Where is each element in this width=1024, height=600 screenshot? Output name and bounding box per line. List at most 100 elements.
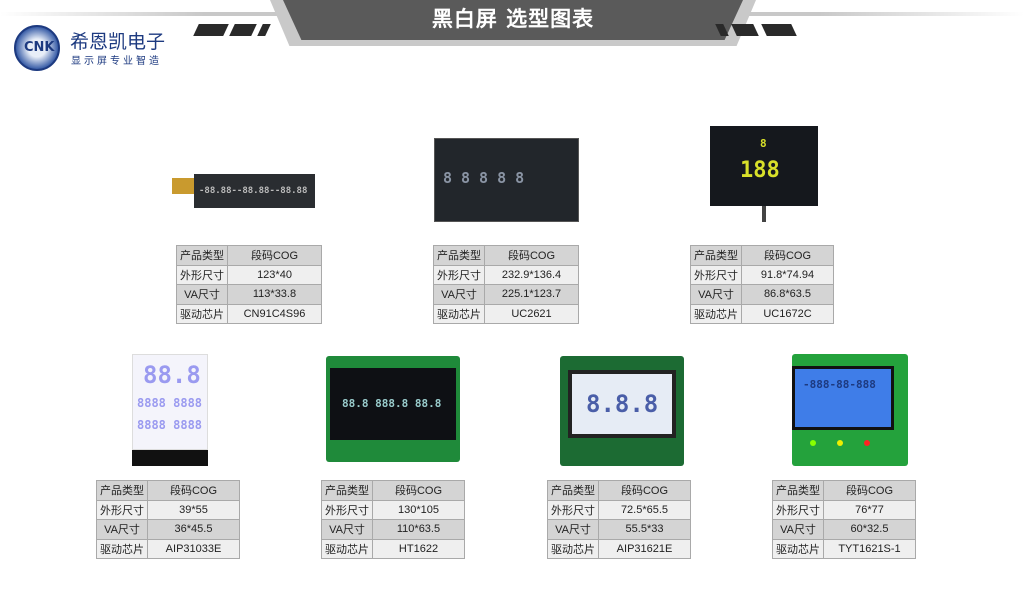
spec-value: 60*32.5 (823, 519, 916, 540)
spec-label: VA尺寸 (176, 284, 228, 305)
spec-label: 外形尺寸 (176, 264, 228, 285)
spec-value: AIP31621E (598, 538, 691, 559)
spec-row-product-type: 产品类型段码COG (176, 245, 322, 266)
spec-label: VA尺寸 (433, 284, 485, 305)
spec-value: 段码COG (372, 480, 465, 501)
spec-label: VA尺寸 (96, 519, 148, 540)
spec-value: CN91C4S96 (227, 303, 322, 324)
spec-row-product-type: 产品类型段码COG (772, 480, 916, 501)
spec-value: TYT1621S-1 (823, 538, 916, 559)
spec-row-product-type: 产品类型段码COG (690, 245, 834, 266)
spec-label: 产品类型 (547, 480, 599, 501)
page-title: 黑白屏 选型图表 (431, 7, 595, 31)
spec-row-product-type: 产品类型段码COG (433, 245, 579, 266)
spec-label: 外形尺寸 (547, 499, 599, 520)
spec-label: 驱动芯片 (772, 538, 824, 559)
product-image-6: 8.8.8 (560, 356, 684, 466)
spec-value: AIP31033E (147, 538, 240, 559)
spec-value: 123*40 (227, 264, 322, 285)
spec-label: VA尺寸 (690, 284, 742, 305)
spec-label: VA尺寸 (772, 519, 824, 540)
spec-label: 产品类型 (690, 245, 742, 266)
spec-value: HT1622 (372, 538, 465, 559)
spec-value: 86.8*63.5 (741, 284, 834, 305)
spec-value: 段码COG (598, 480, 691, 501)
fpc-connector (172, 178, 196, 194)
spec-label: VA尺寸 (321, 519, 373, 540)
spec-label: 外形尺寸 (321, 499, 373, 520)
spec-value: 130*105 (372, 499, 465, 520)
spec-row-product-type: 产品类型段码COG (547, 480, 691, 501)
spec-value: 段码COG (741, 245, 834, 266)
spec-label: 产品类型 (772, 480, 824, 501)
spec-label: 产品类型 (321, 480, 373, 501)
spec-value: 段码COG (147, 480, 240, 501)
spec-value: 113*33.8 (227, 284, 322, 305)
spec-value: 段码COG (823, 480, 916, 501)
spec-label: 产品类型 (96, 480, 148, 501)
company-logo: CNK (14, 25, 60, 71)
spec-label: 驱动芯片 (690, 303, 742, 324)
product-image-2: 88888 (434, 138, 579, 222)
spec-value: 76*77 (823, 499, 916, 520)
spec-value: 段码COG (484, 245, 579, 266)
spec-value: 110*63.5 (372, 519, 465, 540)
title-banner (283, 0, 743, 40)
decor-slash (257, 24, 271, 36)
spec-label: 驱动芯片 (547, 538, 599, 559)
spec-label: 驱动芯片 (433, 303, 485, 324)
product-image-1: -88.88--88.88--88.88 (172, 170, 317, 210)
product-image-5: 88.8 888.8 88.8 (326, 356, 460, 462)
spec-value: 段码COG (227, 245, 322, 266)
spec-label: 外形尺寸 (772, 499, 824, 520)
product-image-7: -888-88-888 (792, 354, 908, 466)
spec-label: VA尺寸 (547, 519, 599, 540)
spec-value: 232.9*136.4 (484, 264, 579, 285)
spec-label: 产品类型 (433, 245, 485, 266)
decor-slash (761, 24, 797, 36)
spec-value: 225.1*123.7 (484, 284, 579, 305)
spec-value: 55.5*33 (598, 519, 691, 540)
decor-slash (193, 24, 229, 36)
spec-value: UC2621 (484, 303, 579, 324)
spec-value: UC1672C (741, 303, 834, 324)
spec-label: 驱动芯片 (96, 538, 148, 559)
spec-value: 91.8*74.94 (741, 264, 834, 285)
spec-label: 产品类型 (176, 245, 228, 266)
decor-slash (229, 24, 257, 36)
spec-row-product-type: 产品类型段码COG (96, 480, 240, 501)
spec-label: 驱动芯片 (176, 303, 228, 324)
spec-value: 72.5*65.5 (598, 499, 691, 520)
spec-label: 外形尺寸 (96, 499, 148, 520)
spec-value: 36*45.5 (147, 519, 240, 540)
